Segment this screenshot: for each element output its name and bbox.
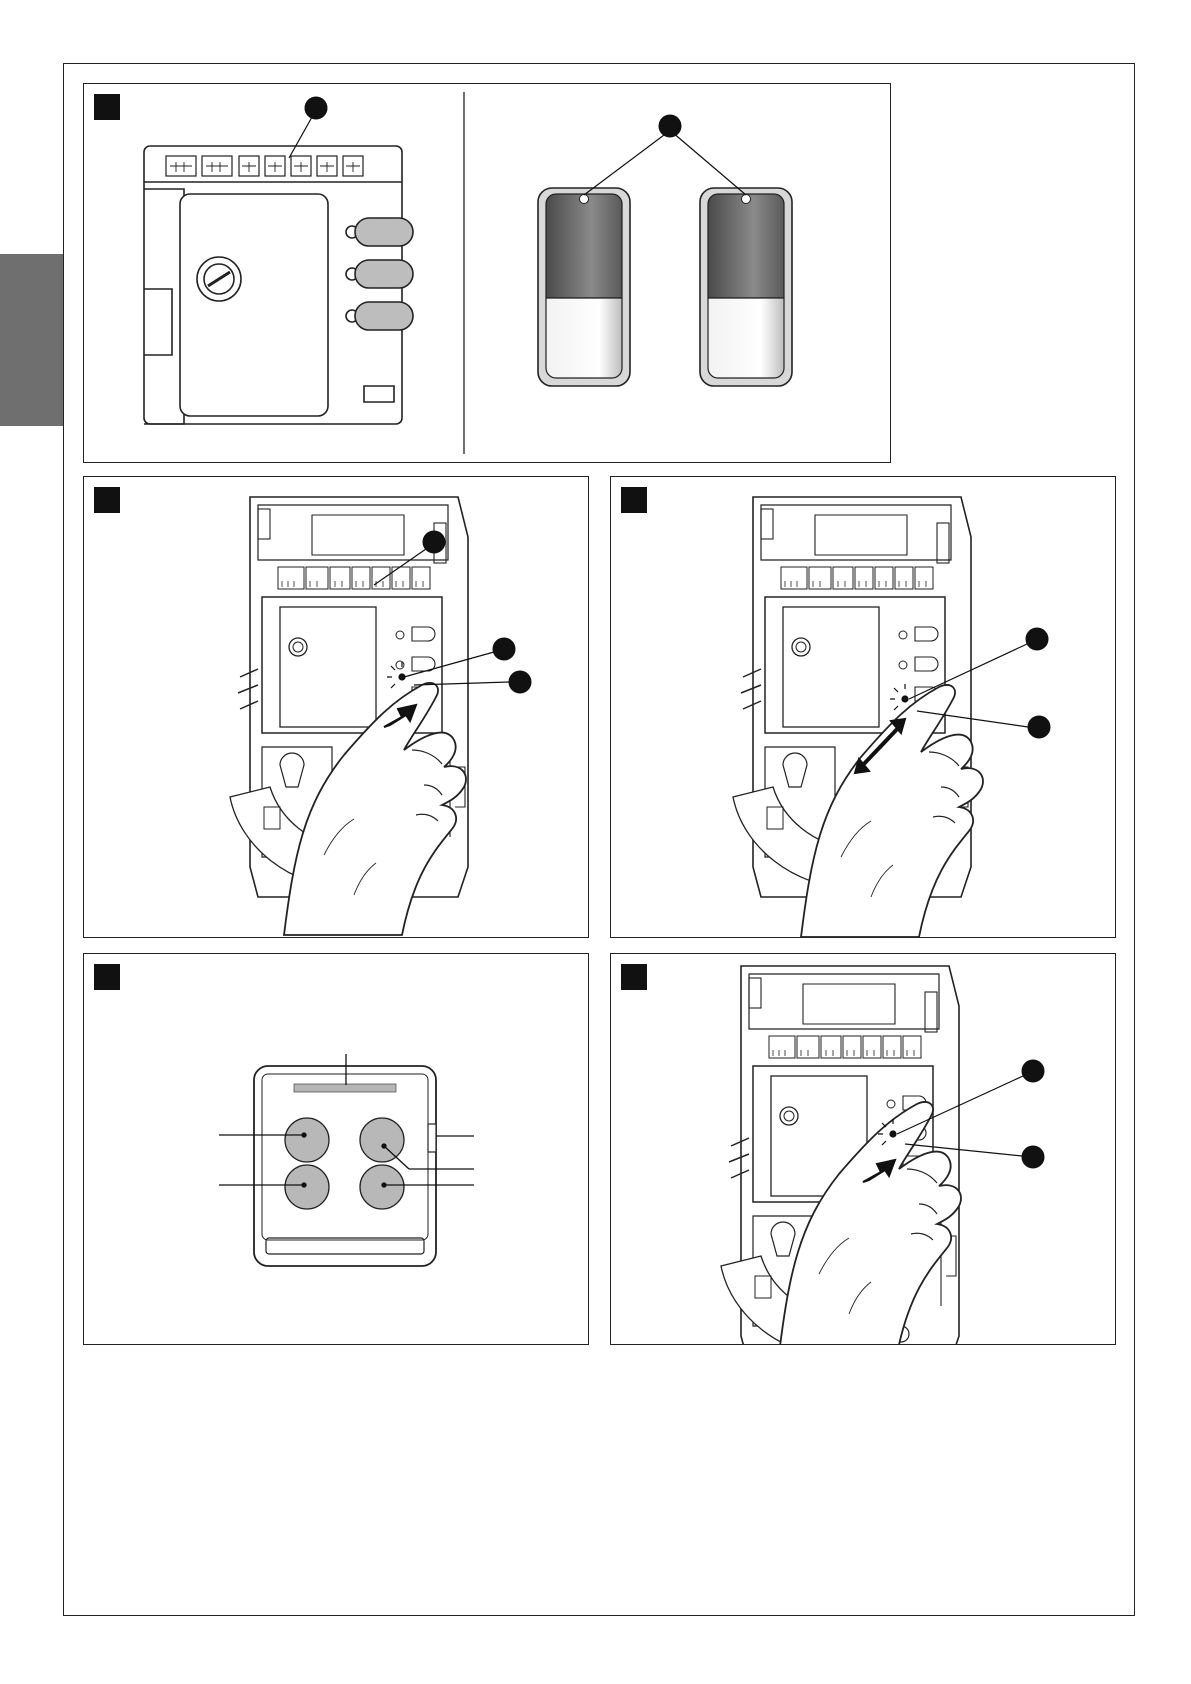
figure-3-panel <box>610 476 1116 938</box>
remote-transmitter-icon <box>538 188 630 386</box>
figure-3-number-tag <box>621 487 647 513</box>
figure-2-illustration <box>84 477 588 937</box>
remote-transmitter-icon <box>700 188 792 386</box>
figure-2-number-tag <box>94 487 120 513</box>
figure-5-illustration <box>611 954 1115 1344</box>
figure-5-number-tag <box>621 964 647 990</box>
figure-2-panel <box>83 476 589 938</box>
figure-1-callout-b <box>584 115 746 195</box>
control-unit-icon <box>144 146 413 424</box>
four-button-transmitter-icon <box>84 954 588 1344</box>
figure-4-panel <box>83 953 589 1345</box>
figure-5-panel <box>610 953 1116 1345</box>
section-tab <box>0 254 63 426</box>
figure-1-number-tag <box>94 94 120 120</box>
figure-1-illustration <box>84 84 890 462</box>
figure-3-illustration <box>611 477 1115 937</box>
figure-4-number-tag <box>94 964 120 990</box>
figure-1-panel <box>83 83 891 463</box>
